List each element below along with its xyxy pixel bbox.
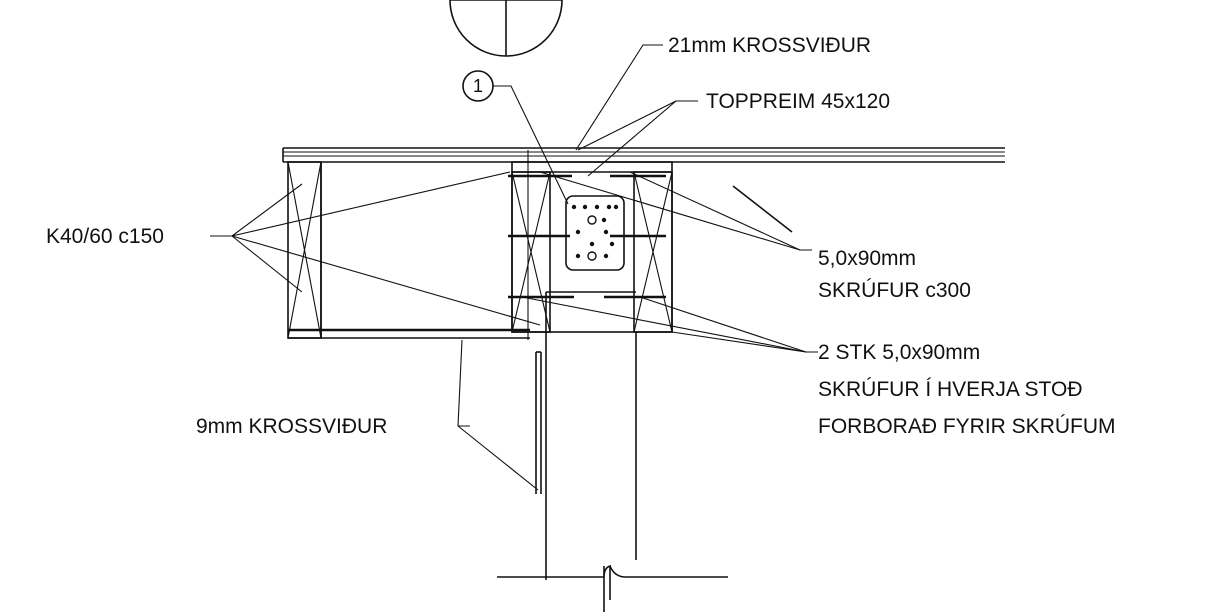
detail-marker: 1	[462, 70, 569, 205]
wall-plywood	[535, 351, 542, 494]
label-screws-c300-line1: 5,0x90mm	[818, 247, 916, 270]
roof-slope-line	[732, 185, 793, 233]
k-beam	[287, 161, 530, 339]
label-screws-stk-line1: 2 STK 5,0x90mm	[818, 341, 980, 364]
label-screws-stk-line3: FORBORAÐ FYRIR SKRÚFUM	[818, 415, 1116, 438]
break-line	[497, 564, 728, 612]
wall-stud	[545, 291, 637, 580]
label-k-beam: K40/60 c150	[46, 225, 164, 248]
screws	[508, 174, 666, 299]
label-top-plate: TOPPREIM 45x120	[706, 90, 890, 113]
roof-plywood-layer	[282, 147, 1005, 163]
leader-lines	[210, 44, 818, 491]
detail-marker-number: 1	[473, 76, 483, 96]
section-callout-circle	[449, 0, 563, 57]
connector-plate	[565, 195, 625, 271]
label-21mm-plywood: 21mm KROSSVIÐUR	[668, 34, 871, 57]
label-screws-c300-line2: SKRÚFUR c300	[818, 279, 971, 302]
label-screws-stk-line2: SKRÚFUR Í HVERJA STOÐ	[818, 378, 1083, 401]
label-9mm-plywood: 9mm KROSSVIÐUR	[196, 415, 387, 438]
